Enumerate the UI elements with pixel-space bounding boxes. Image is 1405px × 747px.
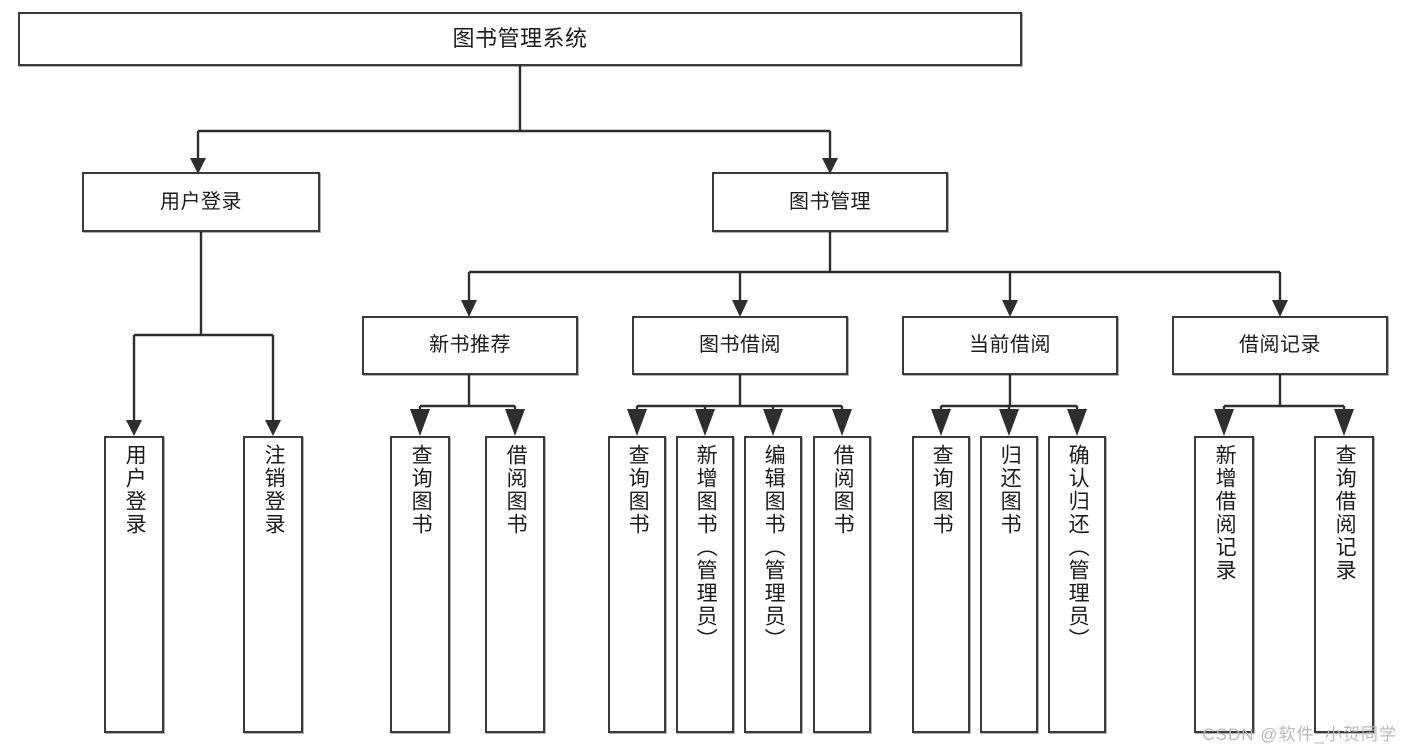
node-label: 确认归还（管理员） [1066, 444, 1090, 651]
arrow-leaf-add-book [695, 409, 715, 436]
node-label: 新增图书（管理员） [694, 444, 718, 651]
arrow-leaf-borrow-book-1 [505, 409, 525, 436]
node-label: 当前借阅 [969, 334, 1051, 357]
arrow-currentborrow [1002, 300, 1018, 317]
node-leaf-add-book[interactable]: 新增图书（管理员） [676, 436, 734, 733]
node-label: 新增借阅记录 [1213, 444, 1237, 582]
node-label: 查询图书 [626, 444, 650, 536]
node-current-borrow[interactable]: 当前借阅 [902, 316, 1118, 375]
node-label: 借阅图书 [504, 444, 528, 536]
node-label: 查询图书 [409, 444, 433, 536]
node-label: 查询借阅记录 [1333, 444, 1357, 582]
node-leaf-query-book-1[interactable]: 查询图书 [390, 436, 450, 733]
node-leaf-confirm-return[interactable]: 确认归还（管理员） [1048, 436, 1106, 733]
node-leaf-query-book-3[interactable]: 查询图书 [912, 436, 970, 733]
node-leaf-return-book[interactable]: 归还图书 [980, 436, 1038, 733]
arrow-leaf-add-record [1214, 409, 1234, 436]
node-label: 新书推荐 [429, 334, 511, 357]
arrow-leaf-query-book-3 [931, 409, 951, 436]
node-label: 查询图书 [930, 444, 954, 536]
node-root-system[interactable]: 图书管理系统 [18, 12, 1022, 66]
node-label: 图书管理 [789, 190, 871, 213]
node-label: 用户登录 [123, 444, 147, 536]
node-leaf-borrow-book-1[interactable]: 借阅图书 [485, 436, 545, 733]
node-label: 图书管理系统 [452, 25, 588, 51]
node-leaf-edit-book[interactable]: 编辑图书（管理员） [744, 436, 802, 733]
node-label: 编辑图书（管理员） [762, 444, 786, 651]
arrow-leaf-confirm-return [1067, 409, 1087, 436]
arrow-leaf-user-login [126, 420, 142, 436]
node-leaf-query-book-2[interactable]: 查询图书 [608, 436, 666, 733]
node-label: 图书借阅 [699, 334, 781, 357]
csdn-watermark: CSDN @软件_小贺同学 [1202, 725, 1397, 744]
node-user-login[interactable]: 用户登录 [82, 172, 320, 232]
node-label: 用户登录 [160, 190, 242, 213]
arrow-leaf-edit-book [763, 409, 783, 436]
node-label: 注销登录 [262, 444, 286, 536]
node-label: 归还图书 [998, 444, 1022, 536]
node-book-borrow[interactable]: 图书借阅 [632, 316, 848, 375]
node-leaf-query-record[interactable]: 查询借阅记录 [1314, 436, 1374, 733]
arrow-leaf-borrow-book-2 [832, 409, 852, 436]
arrow-leaf-query-book-1 [410, 409, 430, 436]
arrow-leaf-logout [265, 420, 281, 436]
node-leaf-add-record[interactable]: 新增借阅记录 [1194, 436, 1254, 733]
arrow-borrowrecord [1272, 300, 1288, 317]
arrow-leaf-query-book-2 [627, 409, 647, 436]
node-label: 借阅图书 [831, 444, 855, 536]
node-leaf-user-login[interactable]: 用户登录 [104, 436, 164, 733]
node-leaf-borrow-book-2[interactable]: 借阅图书 [813, 436, 871, 733]
arrow-leaf-query-record [1334, 409, 1354, 436]
arrow-newbook [461, 300, 477, 317]
node-new-book-recommend[interactable]: 新书推荐 [362, 316, 578, 375]
arrow-leaf-return-book [999, 409, 1019, 436]
node-book-management[interactable]: 图书管理 [712, 172, 948, 232]
arrow-bookborrow [732, 300, 748, 317]
node-borrow-record[interactable]: 借阅记录 [1172, 316, 1388, 375]
node-label: 借阅记录 [1239, 334, 1321, 357]
node-leaf-logout[interactable]: 注销登录 [243, 436, 303, 733]
